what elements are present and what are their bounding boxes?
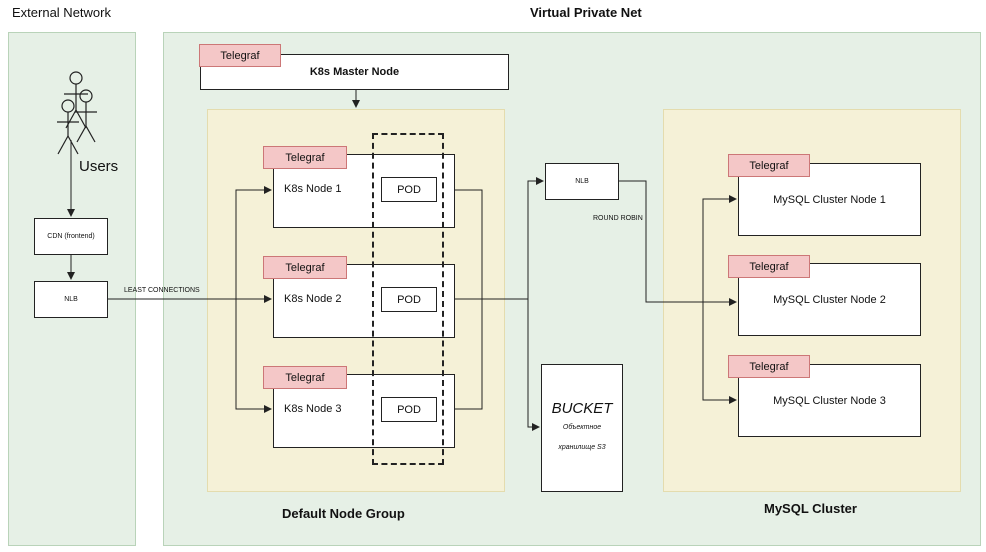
telegraf-badge-master: Telegraf — [199, 44, 281, 67]
bucket-title: BUCKET — [551, 400, 613, 417]
telegraf-badge-mysql-3: Telegraf — [728, 355, 810, 378]
default-node-group-label: Default Node Group — [282, 506, 405, 521]
telegraf-badge-node-1: Telegraf — [263, 146, 347, 169]
k8s-node-1-label: K8s Node 1 — [284, 183, 342, 195]
mysql-cluster-label: MySQL Cluster — [764, 501, 857, 516]
pod-box-1: POD — [381, 177, 437, 202]
k8s-node-2-label: K8s Node 2 — [284, 293, 342, 305]
telegraf-badge-mysql-1: Telegraf — [728, 154, 810, 177]
pod-group-dashed — [372, 133, 444, 465]
mysql-node-1-box: MySQL Cluster Node 1 — [738, 163, 921, 236]
telegraf-badge-node-2: Telegraf — [263, 256, 347, 279]
bucket-box — [541, 364, 623, 492]
users-icon — [57, 71, 97, 155]
bucket-subtitle-1: Объектное — [562, 424, 602, 431]
users-label: Users — [79, 158, 119, 175]
least-connections-label: LEAST CONNECTIONS — [124, 287, 200, 294]
vpn-title: Virtual Private Net — [530, 5, 642, 20]
telegraf-badge-node-3: Telegraf — [263, 366, 347, 389]
nlb-external-box: NLB — [34, 281, 108, 318]
cdn-box: CDN (frontend) — [34, 218, 108, 255]
k8s-node-3-label: K8s Node 3 — [284, 403, 342, 415]
nlb-internal-box: NLB — [545, 163, 619, 200]
bucket-subtitle-2: хранилище S3 — [558, 444, 606, 451]
pod-box-2: POD — [381, 287, 437, 312]
pod-box-3: POD — [381, 397, 437, 422]
round-robin-label: ROUND ROBIN — [593, 215, 643, 222]
telegraf-badge-mysql-2: Telegraf — [728, 255, 810, 278]
external-network-title: External Network — [12, 5, 111, 20]
